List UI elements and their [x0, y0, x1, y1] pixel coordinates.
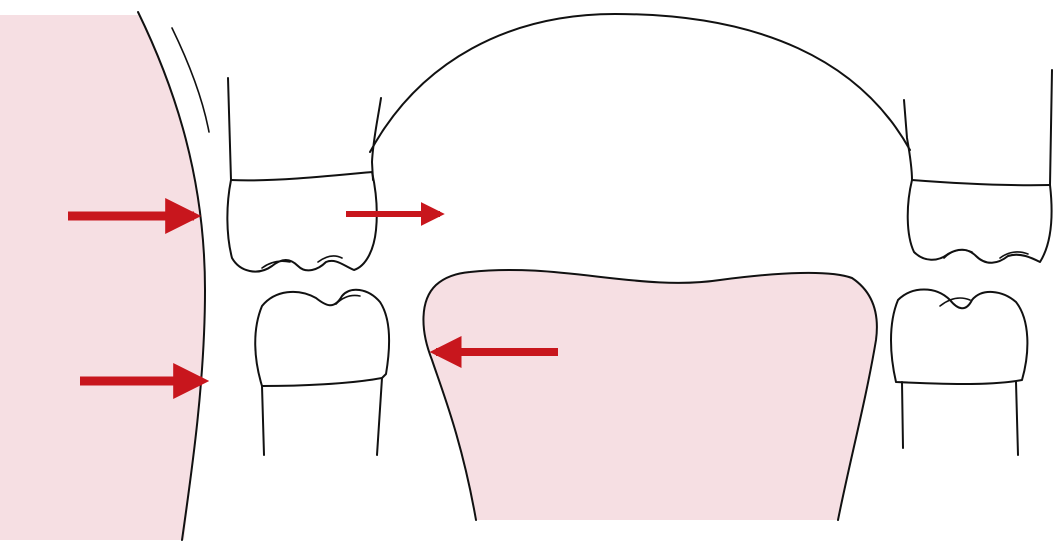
palate-arch — [370, 14, 910, 152]
lower-left-molar — [255, 290, 389, 455]
tongue — [423, 270, 876, 520]
lower-right-molar — [891, 290, 1027, 456]
upper-left-molar — [227, 78, 381, 272]
cheek-tissue — [0, 15, 205, 540]
upper-right-molar — [904, 70, 1052, 263]
